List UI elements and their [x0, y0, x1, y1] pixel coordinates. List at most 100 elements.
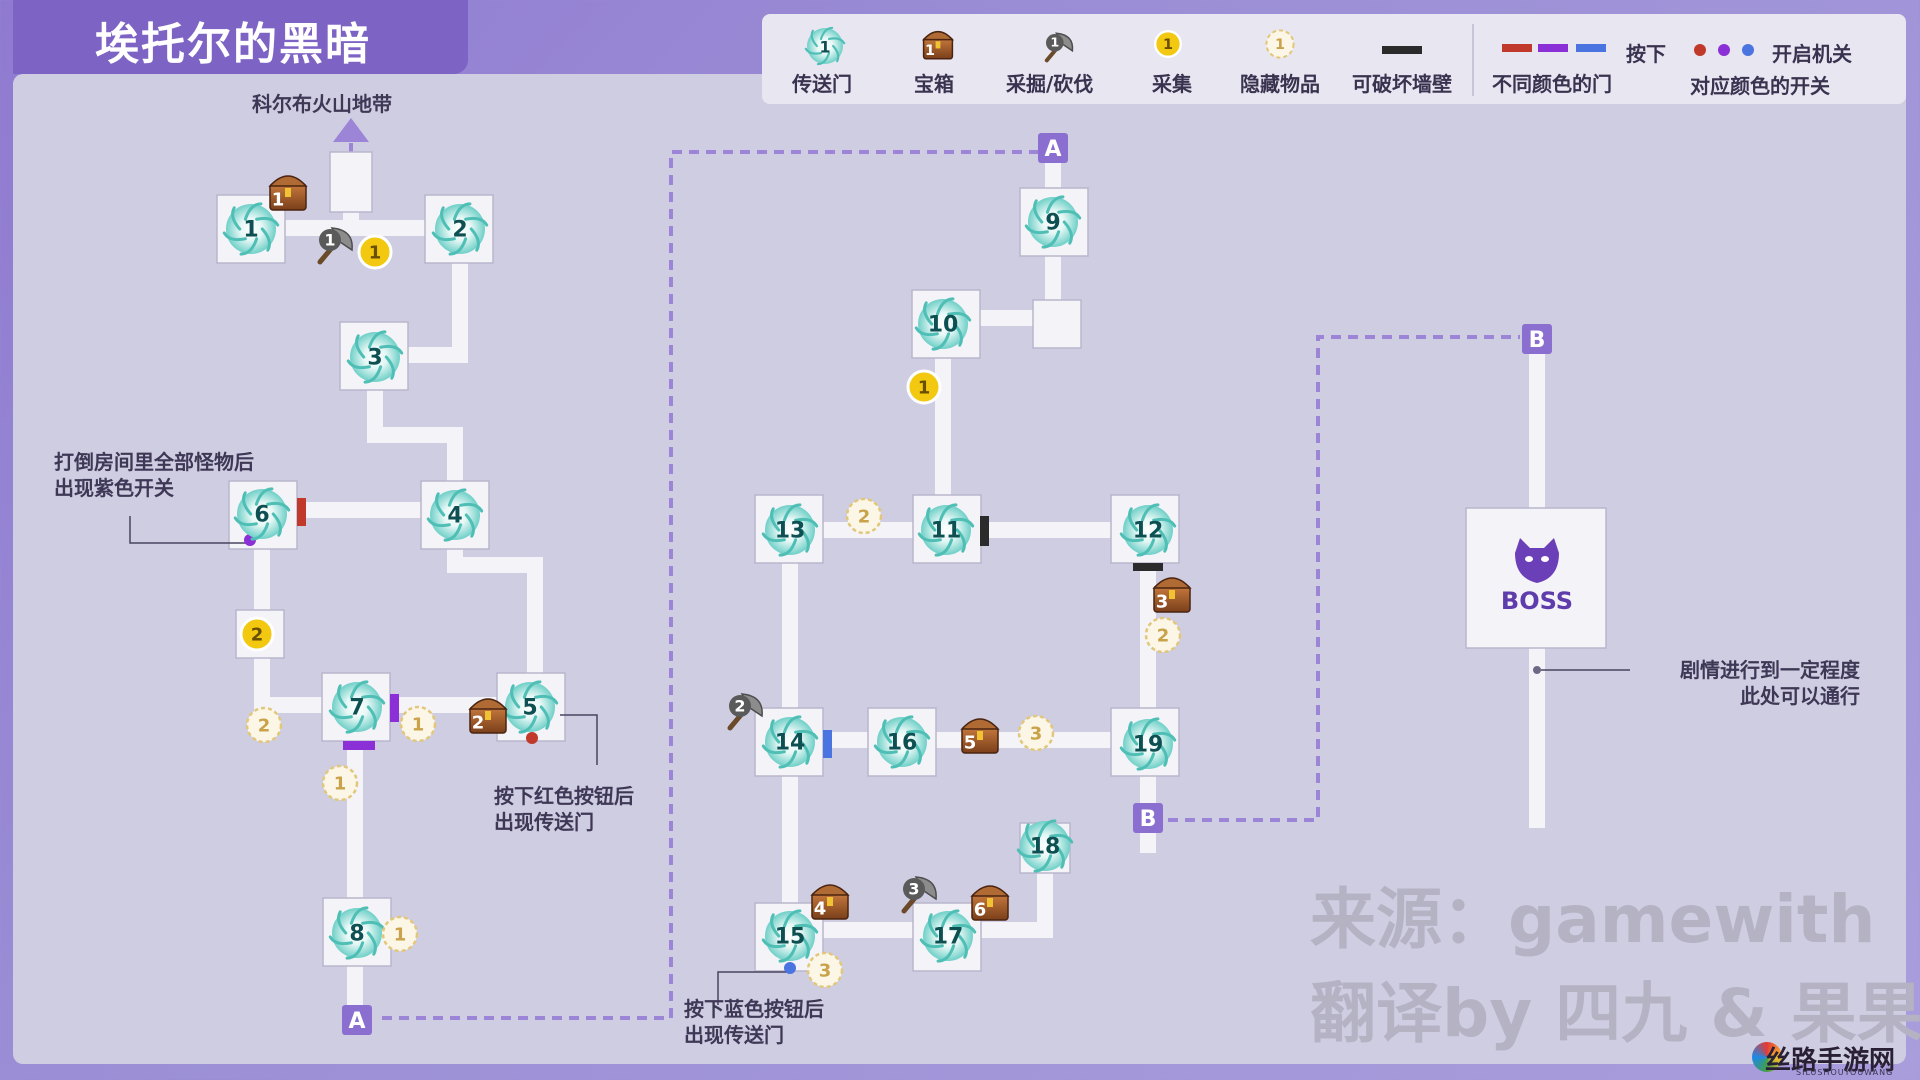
legend-hidden-label: 隐藏物品 — [1240, 72, 1320, 96]
link-a — [382, 150, 1040, 1020]
blue-switch — [784, 962, 796, 974]
portal-number: 18 — [1030, 835, 1061, 860]
portal-icon: 1 — [804, 26, 846, 66]
legend-blue-door-swatch — [1576, 44, 1606, 52]
legend-chest-label: 宝箱 — [914, 72, 954, 96]
portal-icon: 18 — [1016, 819, 1074, 873]
gather-point-icon: 1 — [357, 234, 393, 270]
boss-pass-note: 剧情进行到一定程度 此处可以通行 — [1636, 657, 1860, 709]
gather-point-icon: 1 — [906, 369, 942, 405]
gather-number: 1 — [918, 378, 931, 399]
site-logo-icon — [1752, 1042, 1782, 1072]
axe-icon: 3 — [901, 876, 937, 914]
boss-icon — [1515, 538, 1559, 583]
treasure-chest-icon: 2 — [468, 698, 508, 734]
legend: 传送门 宝箱 采掘/砍伐 采集 隐藏物品 可破坏墙壁 不同颜色的门 按下 开启机… — [762, 14, 1906, 104]
hidden-item-icon: 1 — [1265, 29, 1295, 59]
hidden-number: 2 — [258, 716, 271, 737]
dig-number: 1 — [324, 231, 335, 250]
purple-door — [343, 741, 375, 750]
gather-point-icon: 2 — [239, 616, 275, 652]
portal-icon: 2 — [431, 202, 489, 256]
treasure-chest-icon: 3 — [1152, 577, 1192, 613]
portal-icon: 19 — [1119, 717, 1177, 771]
marker-a-bottom: A — [342, 1005, 372, 1035]
watermark-translator: 翻译by 四九 & 果果 — [1310, 975, 1920, 1052]
legend-press-label: 按下 — [1626, 42, 1666, 66]
watermark-source: 来源：gamewith — [1310, 881, 1876, 958]
note-line: 出现紫色开关 — [54, 476, 174, 500]
legend-wall-label: 可破坏墙壁 — [1352, 72, 1452, 96]
portal-number: 1 — [243, 218, 258, 243]
legend-red-switch — [1694, 44, 1706, 56]
blue-button-note: 按下蓝色按钮后 出现传送门 — [684, 996, 824, 1048]
legend-swatches — [1382, 44, 1754, 56]
site-logo-sub: SILUSHOUYOUWANG — [1796, 1068, 1894, 1077]
portal-icon: 15 — [761, 909, 819, 963]
red-button-note: 按下红色按钮后 出现传送门 — [494, 783, 634, 835]
hidden-number: 1 — [1275, 37, 1285, 53]
portal-icon: 10 — [914, 297, 972, 351]
purple-switch-note: 打倒房间里全部怪物后 出现紫色开关 — [54, 449, 254, 501]
legend-dig-label: 采掘/砍伐 — [1006, 72, 1094, 96]
portal-number: 14 — [775, 731, 806, 756]
treasure-chest-icon: 1 — [921, 30, 955, 60]
exit-label: 科尔布火山地带 — [252, 92, 392, 116]
portal-number: 1 — [819, 38, 830, 57]
hidden-item-icon: 2 — [1144, 616, 1182, 654]
portal-icon: 1 — [222, 202, 280, 256]
hidden-item-icon: 2 — [245, 706, 283, 744]
hidden-item-icon: 3 — [1017, 714, 1055, 752]
treasure-chest-icon: 4 — [810, 884, 850, 920]
hidden-number: 1 — [412, 715, 425, 736]
treasure-chest-icon: 5 — [960, 718, 1000, 754]
chest-number: 4 — [814, 899, 827, 920]
axe-icon: 1 — [1044, 32, 1074, 63]
hidden-number: 2 — [1157, 626, 1170, 647]
page-title: 埃托尔的黑暗 — [95, 19, 371, 70]
portal-number: 2 — [452, 218, 467, 243]
portal-number: 9 — [1045, 211, 1060, 236]
chest-number: 3 — [1156, 592, 1169, 613]
legend-wall-swatch — [1382, 46, 1422, 54]
portal-number: 17 — [933, 925, 964, 950]
treasure-chest-icon: 1 — [268, 175, 308, 211]
hidden-number: 2 — [858, 507, 871, 528]
annotation-lines — [129, 516, 1630, 1005]
note-line: 此处可以通行 — [1740, 684, 1860, 708]
blue-door — [823, 730, 832, 758]
breakable-wall — [980, 516, 989, 546]
portal-icon: 8 — [328, 906, 386, 960]
axe-icon: 1 — [317, 227, 353, 265]
marker-b-top: B — [1522, 324, 1552, 354]
legend-divider — [1472, 24, 1474, 96]
portal-icon: 4 — [426, 488, 484, 542]
dig-number: 3 — [908, 880, 919, 899]
note-line: 打倒房间里全部怪物后 — [54, 450, 254, 474]
hidden-item-icon: 2 — [845, 497, 883, 535]
note-line: 出现传送门 — [494, 810, 594, 834]
portal-number: 8 — [349, 922, 364, 947]
hidden-item-icon: 1 — [381, 915, 419, 953]
red-switch — [526, 732, 538, 744]
portal-number: 13 — [775, 519, 806, 544]
link-b — [1168, 335, 1520, 822]
legend-blue-switch — [1742, 44, 1754, 56]
note-line: 出现传送门 — [684, 1023, 784, 1047]
site-logo-text: 丝路手游网 — [1765, 1046, 1896, 1076]
gather-point-icon: 1 — [1153, 30, 1182, 59]
purple-door — [390, 694, 399, 722]
legend-red-door-swatch — [1502, 44, 1532, 52]
marker-label: B — [1529, 328, 1546, 353]
legend-purple-door-swatch — [1538, 44, 1568, 52]
chest-number: 5 — [964, 733, 977, 754]
breakable-wall — [1133, 563, 1163, 571]
hidden-number: 3 — [1030, 724, 1043, 745]
boss-label: BOSS — [1501, 587, 1573, 615]
hidden-item-icon: 1 — [321, 764, 359, 802]
portal-number: 5 — [522, 696, 537, 721]
marker-a-top: A — [1038, 133, 1068, 163]
portal-number: 11 — [931, 519, 962, 544]
marker-label: A — [348, 1009, 365, 1034]
dig-number: 1 — [1050, 35, 1059, 50]
